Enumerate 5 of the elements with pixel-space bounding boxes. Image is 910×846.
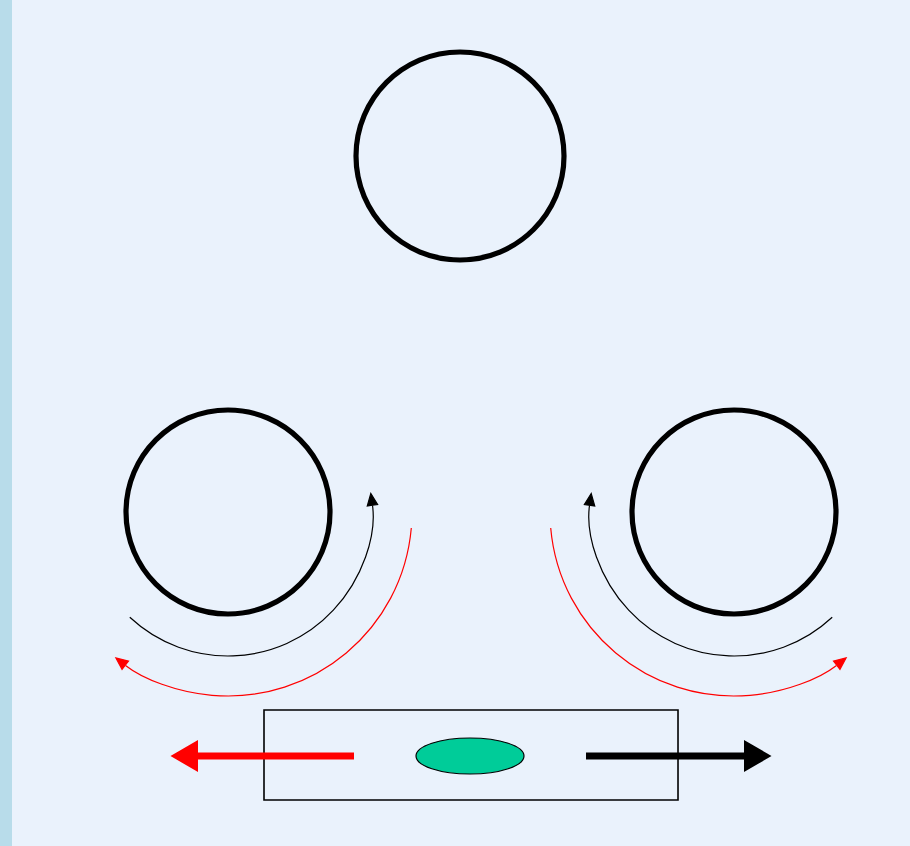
circle — [123, 407, 333, 617]
circle — [353, 49, 567, 263]
circle — [629, 407, 839, 617]
ellipse — [415, 737, 525, 775]
rectangle-box — [263, 709, 679, 801]
